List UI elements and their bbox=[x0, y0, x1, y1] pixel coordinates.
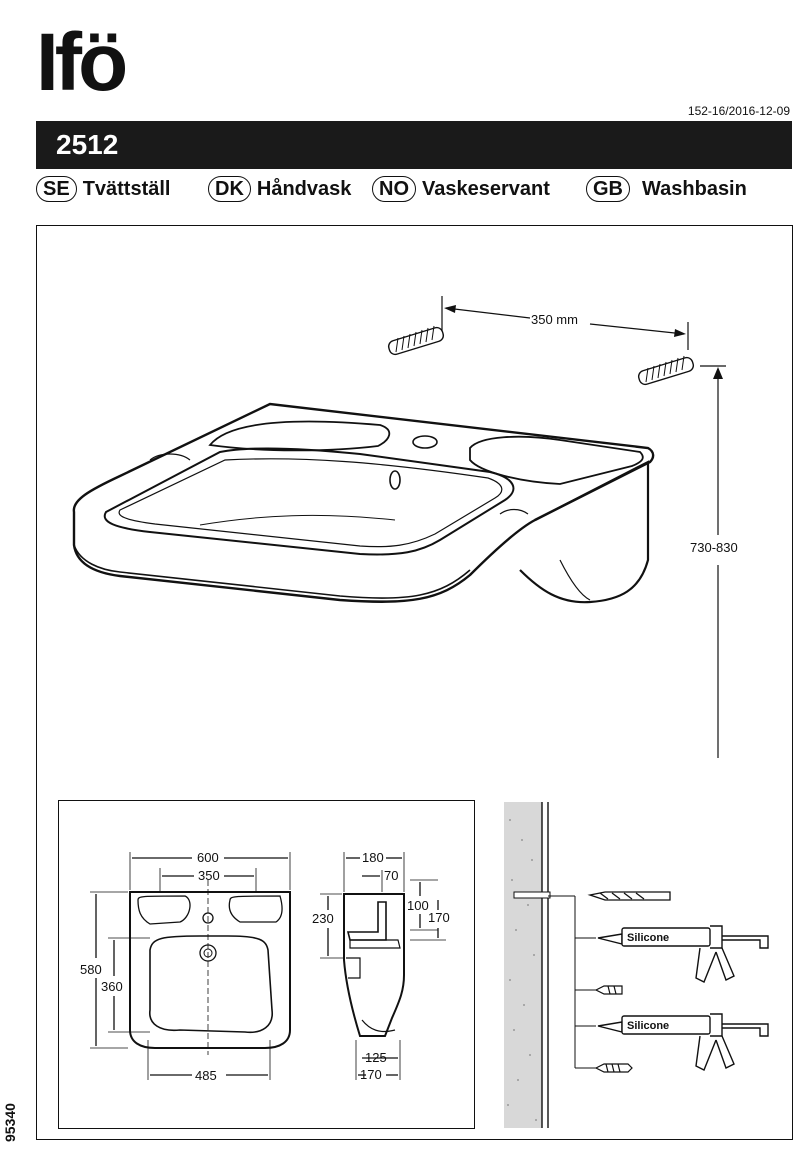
language-name: Tvättställ bbox=[82, 177, 171, 200]
dim-170-right: 170 bbox=[428, 910, 450, 925]
document-reference: 152-16/2016-12-09 bbox=[687, 104, 790, 118]
dim-180: 180 bbox=[362, 850, 384, 865]
dimension-drawing-frame bbox=[58, 800, 475, 1129]
language-code: NO bbox=[372, 176, 416, 202]
illustration-frame bbox=[36, 225, 793, 1140]
screw-icon bbox=[594, 1063, 633, 1073]
language-row: SE Tvättställ DK Håndvask NO Vaskeservan… bbox=[36, 176, 796, 212]
drill-bit-icon bbox=[587, 891, 671, 901]
wall-plug-icon bbox=[594, 985, 623, 995]
language-no: NO Vaskeservant bbox=[372, 176, 550, 202]
dim-125: 125 bbox=[365, 1050, 387, 1065]
dim-170-bottom: 170 bbox=[360, 1067, 382, 1082]
language-code: GB bbox=[586, 176, 630, 202]
installation-illustration: 350 mm 730-830 bbox=[72, 296, 738, 758]
dim-580: 580 bbox=[80, 962, 102, 977]
dim-600: 600 bbox=[197, 850, 219, 865]
language-name: Håndvask bbox=[256, 177, 352, 200]
language-code: DK bbox=[208, 176, 251, 202]
dim-485: 485 bbox=[195, 1068, 217, 1083]
wall-bolt-icon bbox=[387, 325, 445, 356]
dim-230: 230 bbox=[312, 911, 334, 926]
silicone-gun-icon bbox=[597, 925, 769, 983]
brand-logo: Ifö bbox=[36, 17, 128, 108]
wall-section bbox=[504, 802, 551, 1128]
language-name: Vaskeservant bbox=[422, 177, 550, 200]
title-bar: 2512 bbox=[36, 121, 792, 169]
article-number: 95340 bbox=[2, 1103, 18, 1142]
silicone-label: Silicone bbox=[627, 932, 669, 944]
bolt-spacing-label: 350 mm bbox=[531, 312, 578, 327]
silicone-label: Silicone bbox=[627, 1020, 669, 1032]
language-dk: DK Håndvask bbox=[208, 176, 351, 202]
dim-70: 70 bbox=[384, 868, 398, 883]
language-code: SE bbox=[36, 176, 77, 202]
language-se: SE Tvättställ bbox=[36, 176, 171, 202]
language-gb: GB Washbasin bbox=[586, 176, 747, 202]
silicone-gun-icon bbox=[597, 1013, 769, 1071]
dim-360: 360 bbox=[101, 979, 123, 994]
language-name: Washbasin bbox=[642, 177, 747, 200]
dim-350: 350 bbox=[198, 868, 220, 883]
dim-100: 100 bbox=[407, 898, 429, 913]
wall-bolt-icon bbox=[637, 355, 695, 386]
mount-height-label: 730-830 bbox=[690, 540, 738, 555]
model-number: 2512 bbox=[56, 129, 119, 160]
